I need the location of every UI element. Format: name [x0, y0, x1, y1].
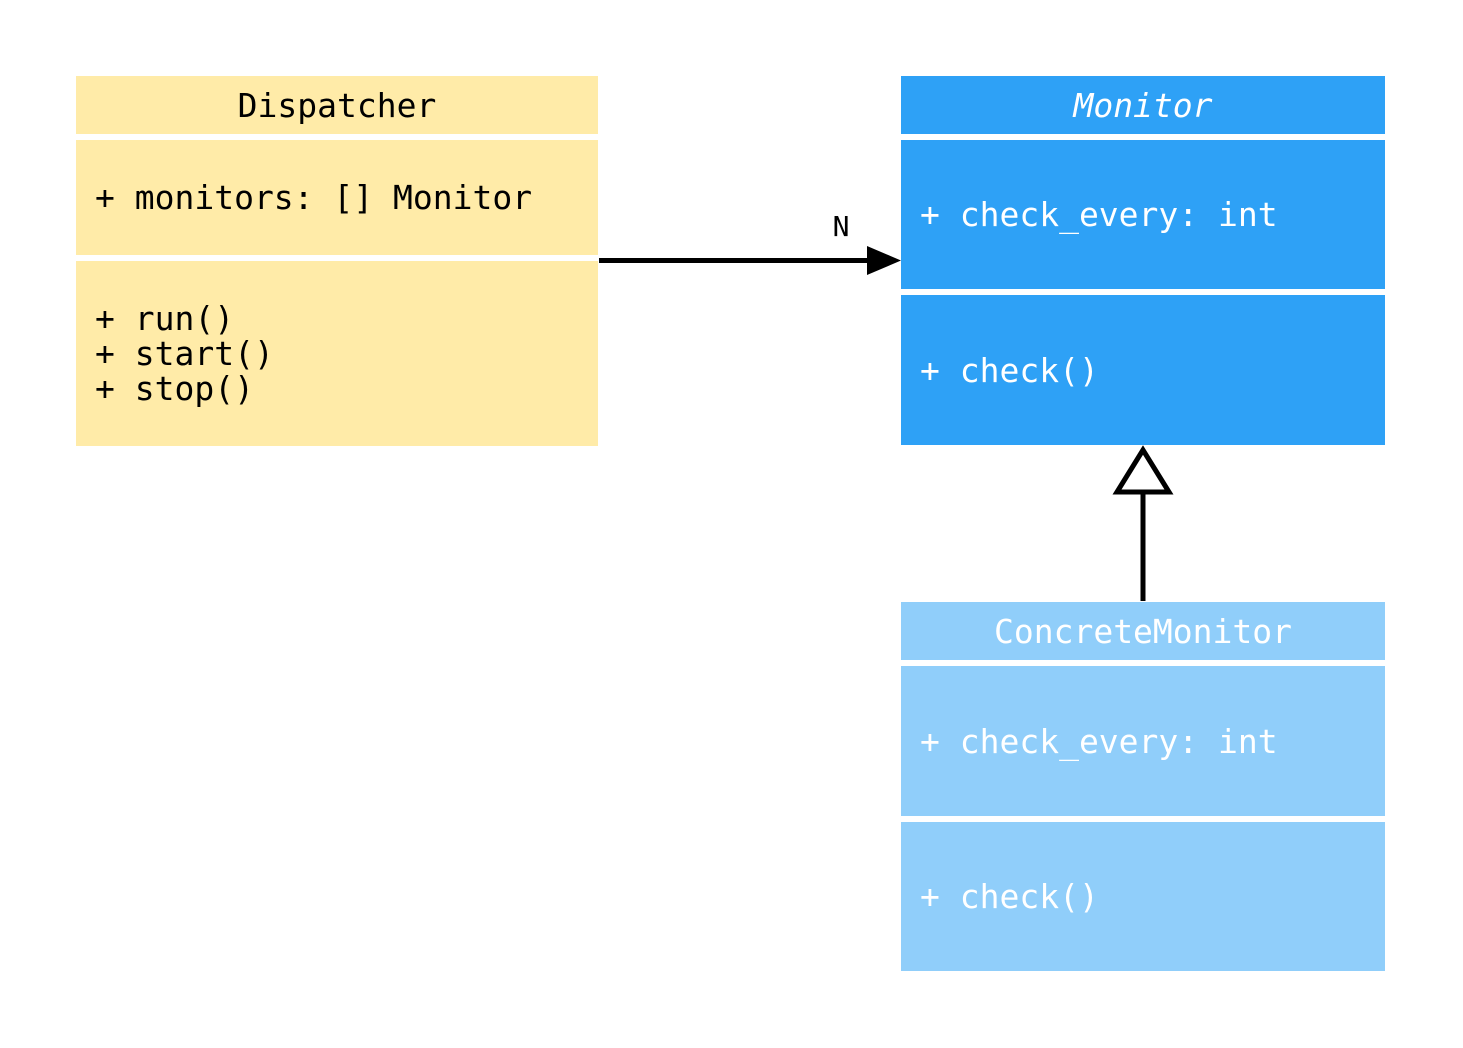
association-multiplicity-label: N: [832, 210, 850, 243]
attribute-item: + check_every: int: [920, 721, 1278, 761]
method-item: + check(): [920, 350, 1099, 390]
class-monitor-methods: + check(): [901, 295, 1385, 445]
method-item: + run(): [95, 299, 235, 338]
class-dispatcher-title: Dispatcher: [76, 76, 598, 134]
class-monitor-attributes: + check_every: int: [901, 140, 1385, 289]
class-concrete-monitor-title: ConcreteMonitor: [901, 602, 1385, 660]
class-dispatcher: Dispatcher + monitors: [] Monitor + run(…: [76, 76, 598, 446]
class-dispatcher-attributes: + monitors: [] Monitor: [76, 140, 598, 255]
class-concrete-monitor-methods: + check(): [901, 822, 1385, 971]
method-item: + start(): [95, 334, 274, 373]
class-monitor: Monitor + check_every: int + check(): [901, 76, 1385, 445]
class-monitor-title: Monitor: [901, 76, 1385, 134]
method-item: + check(): [920, 877, 1099, 916]
class-concrete-monitor: ConcreteMonitor + check_every: int + che…: [901, 602, 1385, 971]
association-dispatcher-to-monitor: [599, 246, 901, 275]
attribute-item: + check_every: int: [920, 195, 1278, 234]
inheritance-hollow-triangle-icon: [1112, 445, 1174, 495]
method-item: + stop(): [95, 369, 254, 408]
association-filled-arrowhead-icon: [867, 246, 901, 275]
inheritance-concretemonitor-to-monitor: [1112, 445, 1174, 601]
class-concrete-monitor-attributes: + check_every: int: [901, 666, 1385, 816]
attribute-item: + monitors: [] Monitor: [95, 178, 533, 217]
class-dispatcher-methods: + run() + start() + stop(): [76, 261, 598, 446]
